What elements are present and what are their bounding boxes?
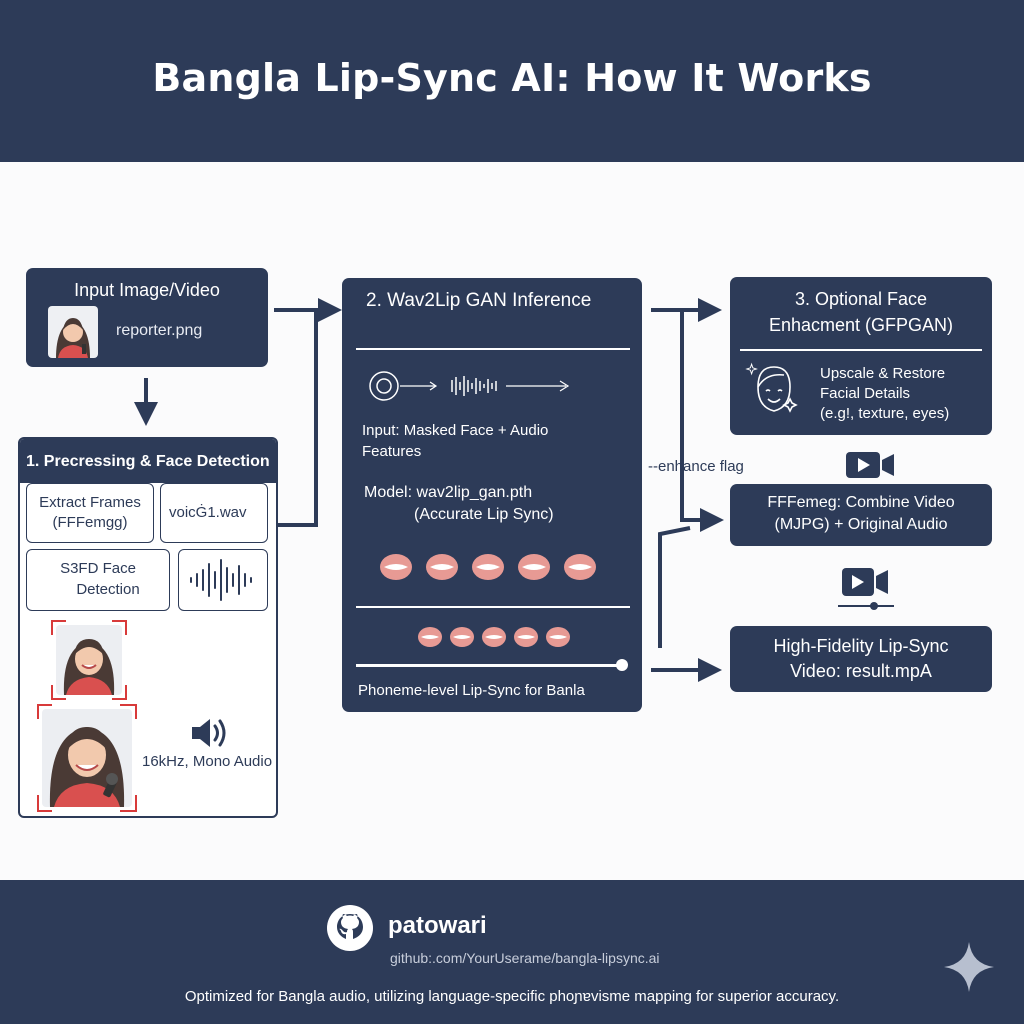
input-box: Input Image/Video reporter.png (26, 268, 268, 367)
combine-line2: (MJPG) + Original Audio (774, 516, 948, 533)
progress-handle (616, 659, 628, 671)
enhance-panel: 3. Optional Face Enhacment (GFPGAN) Upsc… (730, 277, 992, 435)
inference-caption: Phoneme-level Lip-Sync for Banla (358, 682, 585, 699)
s3fd-label-2: Detection (76, 581, 140, 598)
author-name: patowari (388, 912, 487, 939)
waveform-icon (190, 559, 252, 601)
inference-input-line1: Input: Masked Face + Audio (362, 422, 549, 439)
avatar-icon (48, 306, 98, 358)
enhance-desc-line1: Upscale & Restore (820, 365, 946, 382)
combine-line1: FFFemeg: Combine Video (767, 494, 955, 511)
face-sparkle-icon (745, 362, 798, 413)
combine-box: FFFemeg: Combine Video (MJPG) + Original… (730, 484, 992, 546)
enhance-title-2: Enhacment (GFPGAN) (768, 315, 954, 335)
github-icon (327, 905, 373, 951)
video-player-icon (838, 568, 894, 610)
enhance-title: 3. Optional Face (794, 289, 928, 309)
voice-file-box: voicĠ1.wav (160, 483, 268, 543)
audio-spec-label: 16kHz, Mono Audio (142, 753, 273, 770)
audio-signal-icon (369, 371, 570, 401)
s3fd-box: S3FD Face Detection (26, 549, 170, 611)
progress-track (356, 664, 626, 667)
waveform-box (178, 549, 268, 611)
inference-panel: 2. Wav2Lip GAN Inference Input: Masked F… (342, 278, 642, 712)
inference-title: 2. Wav2Lip GAN Inference (366, 290, 592, 311)
enhance-desc-line3: (e.g!, texture, eyes) (820, 405, 950, 422)
sparkle-icon (944, 942, 994, 992)
inference-model-line1: Model: wav2lip_gan.pth (364, 484, 533, 501)
inference-model-line2: (Accurate Lip Sync) (414, 506, 554, 523)
inference-divider-2 (356, 606, 630, 608)
s3fd-label: S3FD Face (60, 560, 136, 577)
input-title: Input Image/Video (74, 280, 220, 300)
lips-icon-row-large (380, 554, 596, 580)
arrow-flag-to-combine (680, 310, 724, 532)
enhance-desc-line2: Facial Details (820, 385, 911, 402)
result-line1: High-Fidelity Lip-Sync (773, 636, 949, 656)
header-bar: Bangla Lip-Sync AI: How It Works (0, 0, 1024, 162)
preprocess-panel: 1. Precressing & Face Detection Extract … (18, 437, 278, 818)
footer-bar: patowari github:.com/YourUserame/bangla-… (0, 880, 1024, 1024)
arrow-preprocess-to-inference (276, 312, 318, 527)
reporter-face-large (42, 709, 132, 807)
inference-divider (356, 348, 630, 350)
enhance-divider (740, 349, 982, 351)
extract-frames-box: Extract Frames (FFFemgg) (26, 483, 154, 543)
video-camera-icon (846, 452, 894, 478)
arrow-inference-to-combine (658, 526, 691, 648)
enhance-flag-label: --enhance flag (648, 458, 744, 475)
result-line2: Video: result.mpA (790, 661, 932, 681)
result-box: High-Fidelity Lip-Sync Video: result.mpA (730, 626, 992, 692)
repo-link[interactable]: github:.com/YourUserame/bangla-lipsync.a… (390, 950, 660, 966)
speaker-icon (192, 719, 226, 747)
input-file-name: reporter.png (116, 322, 203, 339)
preprocess-title: 1. Precressing & Face Detection (26, 453, 270, 470)
extract-frames-tool: (FFFemgg) (52, 514, 128, 531)
inference-input-line2: Features (362, 443, 422, 460)
voice-file-label: voicĠ1.wav (169, 504, 247, 521)
tagline: Optimized for Bangla audio, utilizing la… (184, 988, 840, 1005)
page-title: Bangla Lip-Sync AI: How It Works (152, 56, 872, 100)
lips-icon-row-small (418, 627, 570, 647)
preprocess-header: 1. Precressing & Face Detection (20, 439, 276, 483)
detected-face-thumb (56, 625, 122, 695)
extract-frames-label: Extract Frames (39, 494, 141, 511)
